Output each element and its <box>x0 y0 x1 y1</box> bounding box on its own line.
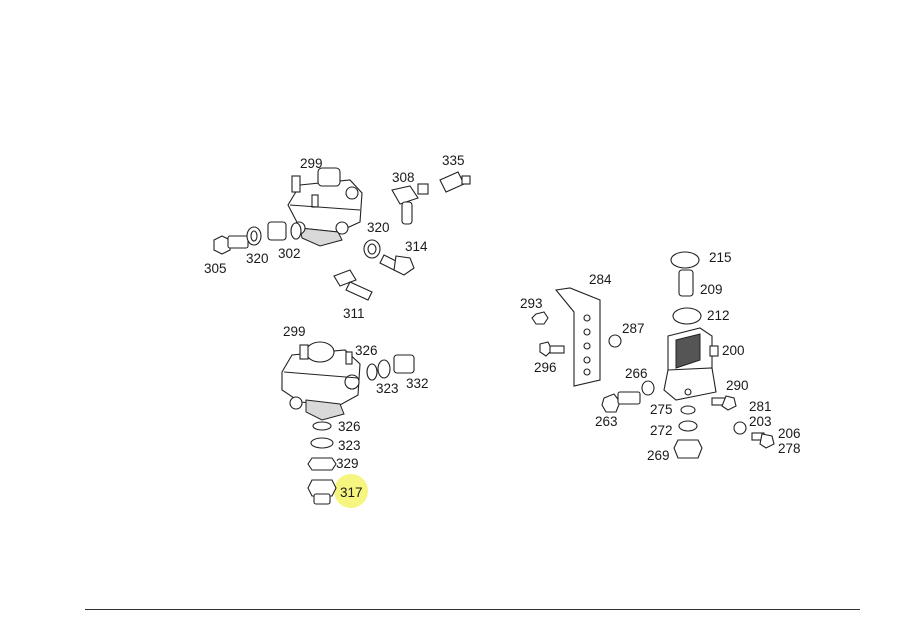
bracket-284-drawing <box>554 287 601 387</box>
relay-valve-lower-drawing <box>281 341 361 421</box>
screw-290-drawing <box>711 395 737 411</box>
part-label-302: 302 <box>278 246 301 261</box>
highlight-marker <box>334 474 368 508</box>
part-label-308: 308 <box>392 170 415 185</box>
filter-209-drawing <box>678 269 694 297</box>
part-label-326-right: 326 <box>355 343 378 358</box>
part-label-209: 209 <box>700 282 723 297</box>
washer-281-drawing <box>733 421 747 435</box>
part-label-326-lower: 326 <box>338 419 361 434</box>
washer-320-right-drawing <box>363 239 381 259</box>
washer-266-drawing <box>641 380 655 396</box>
washer-326-right-drawing <box>366 363 378 381</box>
washer-272-drawing <box>678 420 698 432</box>
plug-269-drawing <box>673 439 703 459</box>
part-label-269: 269 <box>647 448 670 463</box>
part-label-320-left: 320 <box>246 251 269 266</box>
part-label-296: 296 <box>534 360 557 375</box>
washer-320-left-drawing <box>246 226 262 246</box>
part-label-263: 263 <box>595 414 618 429</box>
banjo-bolt-305-drawing <box>213 235 249 255</box>
part-label-293: 293 <box>520 296 543 311</box>
fitting-332-drawing <box>393 354 415 374</box>
solenoid-200-drawing <box>663 327 719 401</box>
nut-323-right-drawing <box>377 359 391 379</box>
part-label-335: 335 <box>442 153 465 168</box>
part-label-215: 215 <box>709 250 732 265</box>
part-label-314: 314 <box>405 239 428 254</box>
part-label-275: 275 <box>650 402 673 417</box>
part-label-320-right: 320 <box>367 220 390 235</box>
fitting-335-drawing <box>439 171 471 193</box>
oring-215-drawing <box>670 251 700 269</box>
part-label-329: 329 <box>336 456 359 471</box>
screw-278-drawing <box>751 432 775 449</box>
part-label-305: 305 <box>204 261 227 276</box>
part-label-299-lower: 299 <box>283 324 306 339</box>
fitting-308-drawing <box>391 183 429 225</box>
part-label-212: 212 <box>707 308 730 323</box>
part-label-323-right: 323 <box>376 381 399 396</box>
part-label-272: 272 <box>650 423 673 438</box>
part-label-278: 278 <box>778 441 801 456</box>
nut-323-lower-drawing <box>310 437 334 449</box>
bolt-314-drawing <box>379 254 415 276</box>
part-label-287: 287 <box>622 321 645 336</box>
part-label-290: 290 <box>726 378 749 393</box>
part-label-281: 281 <box>749 399 772 414</box>
part-label-299-upper: 299 <box>300 156 323 171</box>
plug-302-drawing <box>267 221 302 241</box>
part-label-311: 311 <box>343 306 365 321</box>
washer-287-drawing <box>608 334 622 348</box>
part-label-206: 206 <box>778 426 801 441</box>
nut-329-drawing <box>307 457 337 471</box>
part-label-266: 266 <box>625 366 648 381</box>
screw-296-drawing <box>539 341 565 357</box>
fitting-311-drawing <box>333 269 373 301</box>
part-label-200: 200 <box>722 343 745 358</box>
part-label-203: 203 <box>749 414 772 429</box>
nut-293-drawing <box>531 311 549 325</box>
washer-275-drawing <box>680 405 696 415</box>
part-label-284: 284 <box>589 272 612 287</box>
bolt-263-drawing <box>601 391 641 413</box>
footer-rule <box>85 609 860 610</box>
part-label-332: 332 <box>406 376 429 391</box>
oring-212-drawing <box>672 307 702 325</box>
part-label-317: 317 <box>340 485 363 500</box>
fitting-317-drawing <box>307 479 337 505</box>
relay-valve-upper-drawing <box>287 167 363 247</box>
part-label-323-lower: 323 <box>338 438 361 453</box>
washer-326-lower-drawing <box>312 421 332 431</box>
